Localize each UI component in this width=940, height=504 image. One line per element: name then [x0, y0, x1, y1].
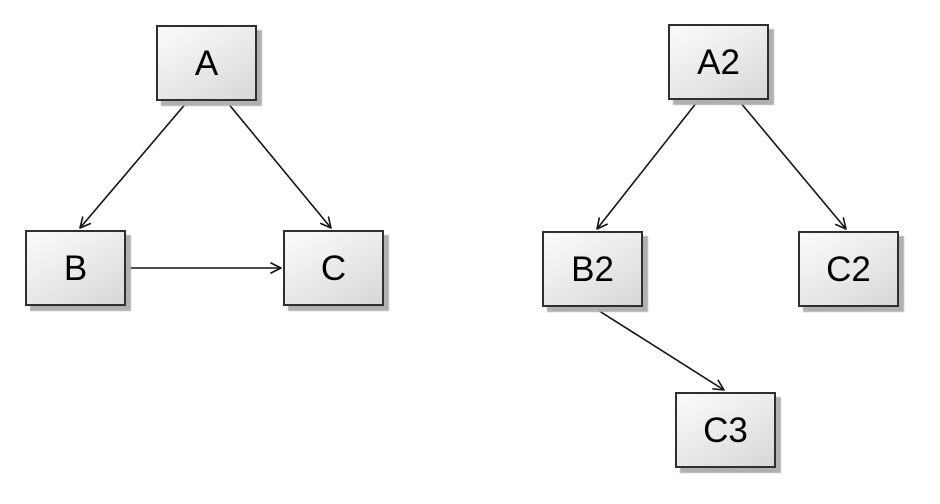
node-C[interactable]: C	[283, 230, 384, 306]
edge-A2-to-C2[interactable]	[739, 101, 847, 230]
node-C2[interactable]: C2	[798, 231, 899, 307]
node-B2[interactable]: B2	[542, 231, 643, 307]
node-label-A: A	[194, 43, 219, 83]
edge-B2-to-C3[interactable]	[592, 306, 725, 391]
node-A[interactable]: A	[156, 25, 257, 101]
node-B[interactable]: B	[25, 230, 126, 306]
node-label-B: B	[63, 248, 88, 288]
edges-group	[79, 101, 847, 391]
node-label-C3: C3	[703, 410, 748, 450]
node-label-C: C	[320, 248, 347, 288]
node-label-A2: A2	[697, 42, 740, 82]
node-C3[interactable]: C3	[675, 392, 776, 468]
node-A2[interactable]: A2	[668, 24, 769, 100]
edge-A-to-B[interactable]	[79, 101, 188, 229]
node-label-C2: C2	[826, 249, 871, 289]
edge-A-to-C[interactable]	[226, 101, 332, 229]
edge-A2-to-B2[interactable]	[596, 101, 698, 230]
node-label-B2: B2	[571, 249, 614, 289]
